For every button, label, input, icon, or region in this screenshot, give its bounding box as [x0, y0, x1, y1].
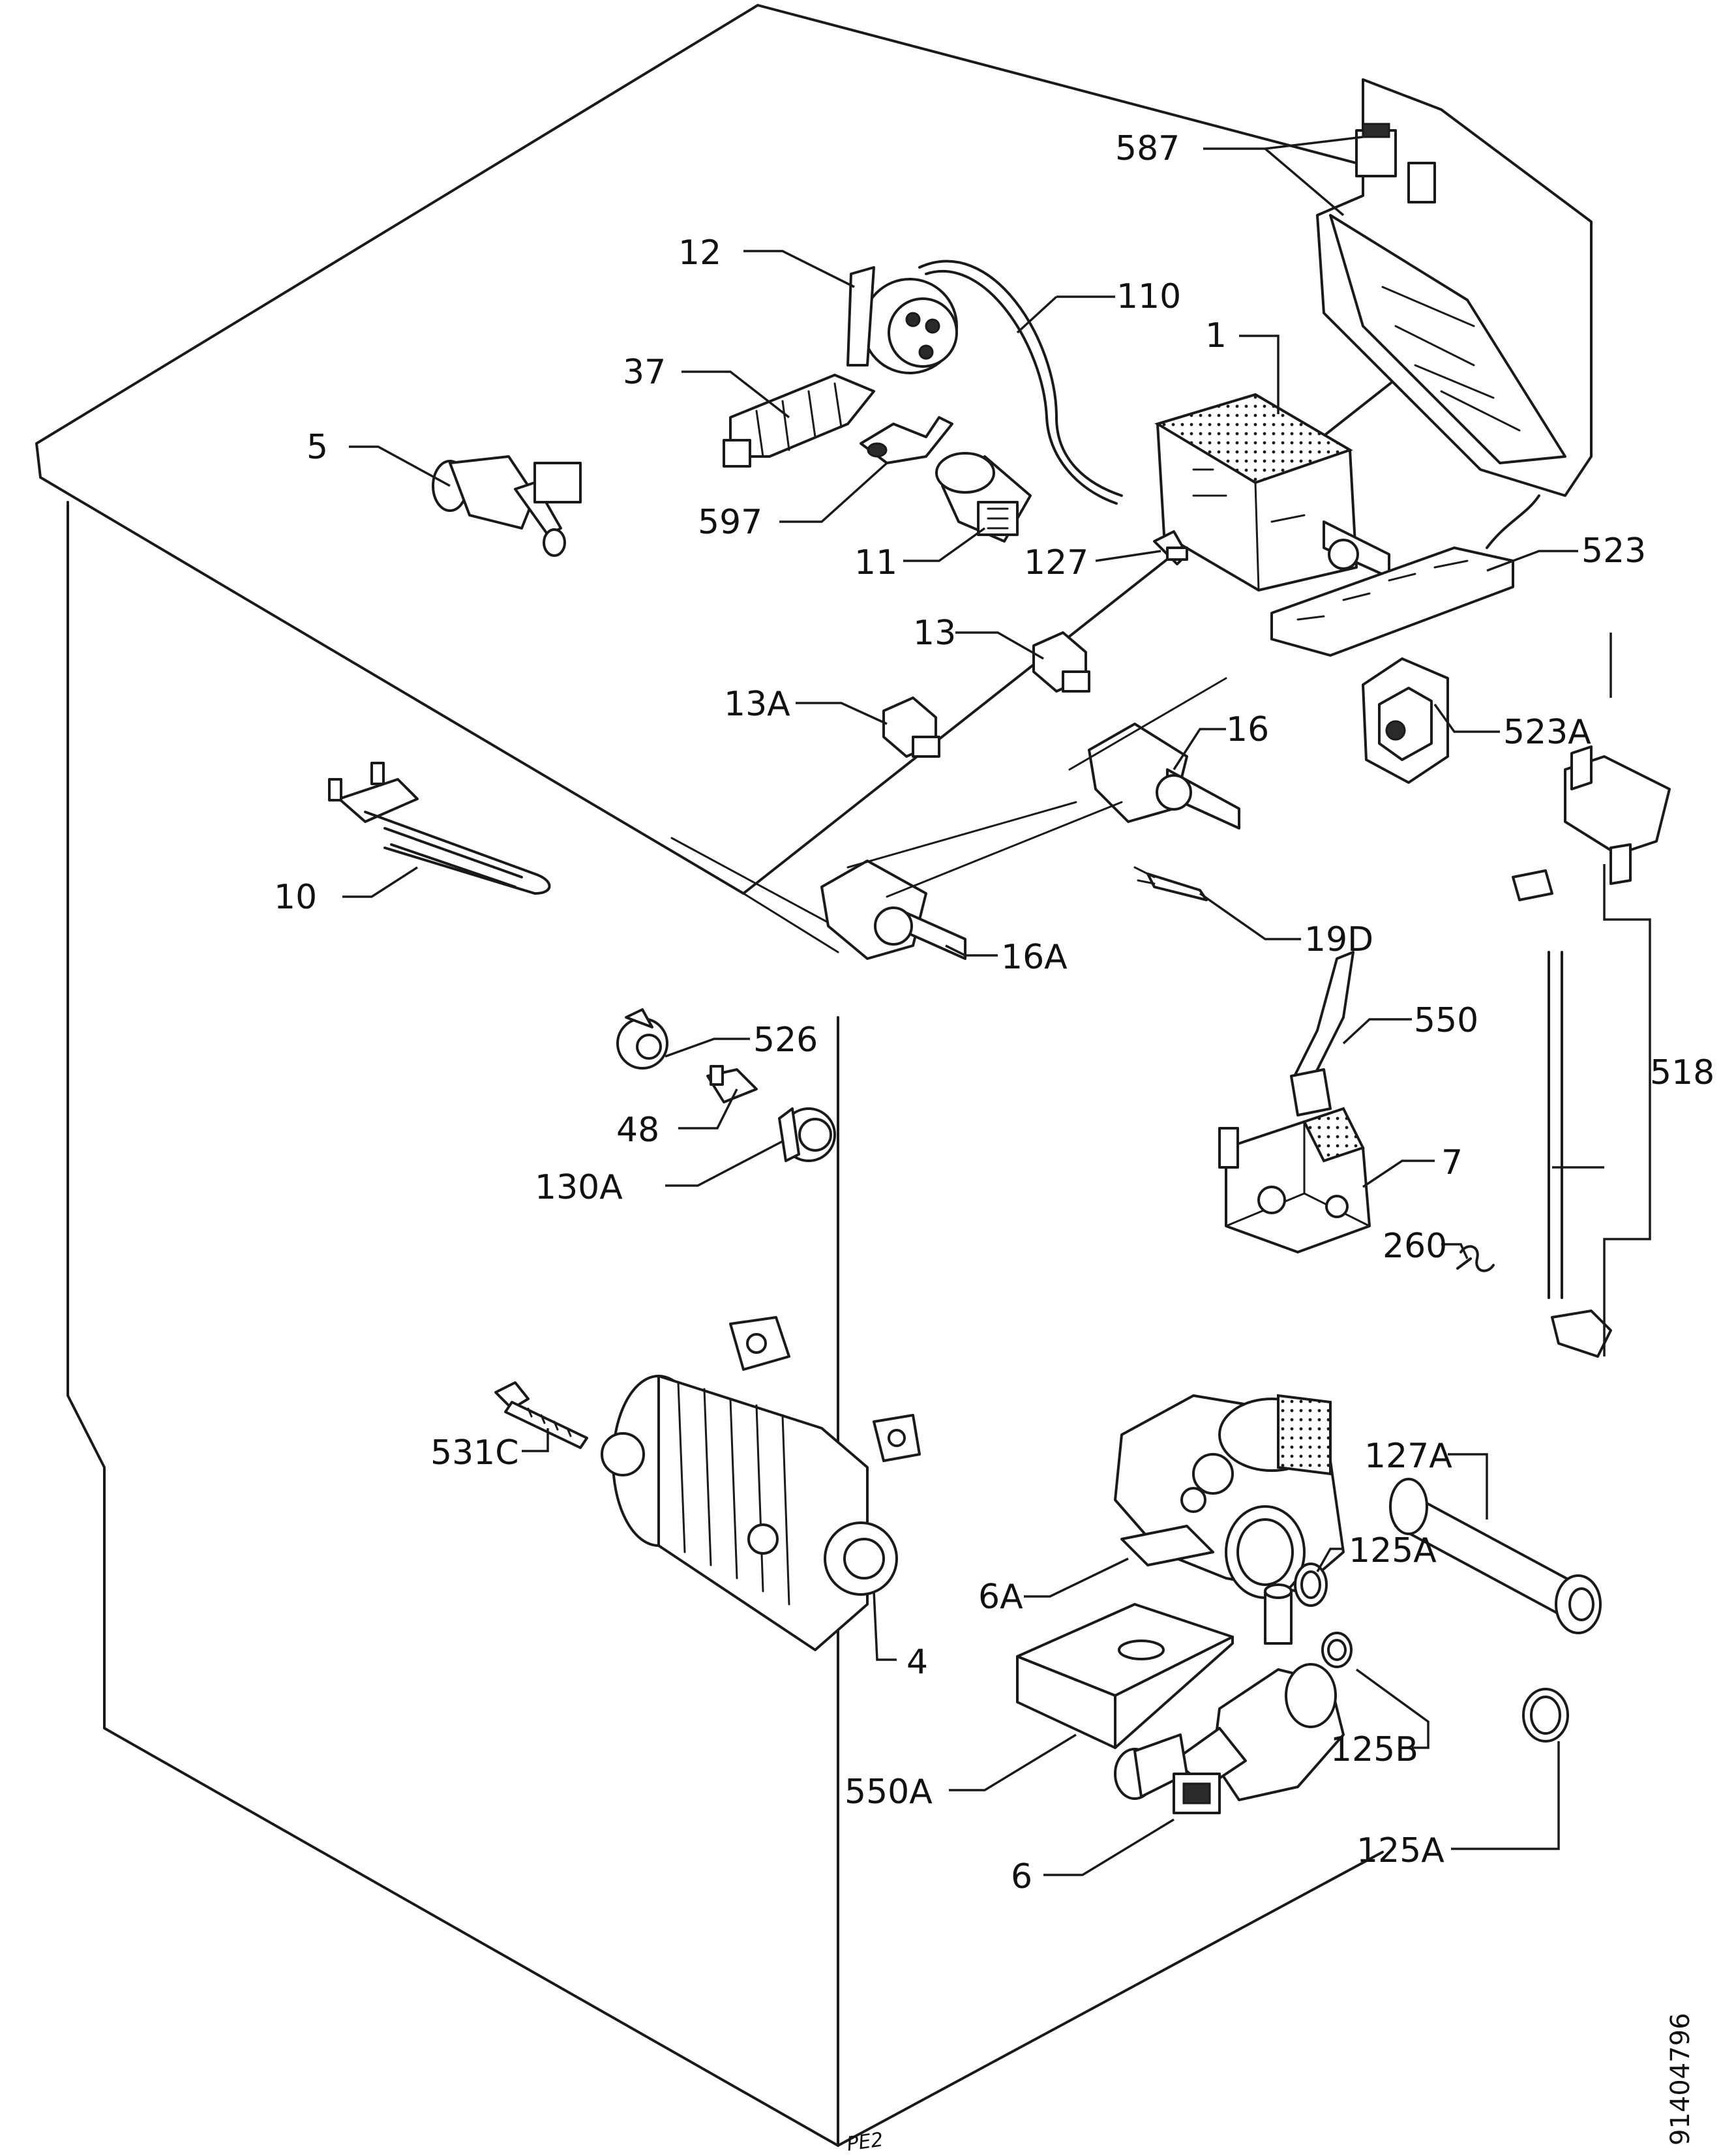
- label-523: 523: [1581, 532, 1646, 571]
- label-260: 260: [1383, 1227, 1447, 1266]
- part-550a-cover: [1016, 1603, 1234, 1749]
- label-12: 12: [678, 233, 721, 273]
- label-125A-bottom: 125A: [1356, 1831, 1444, 1870]
- label-5: 5: [307, 428, 328, 467]
- label-6: 6: [1011, 1857, 1032, 1896]
- part-110-hose: [918, 260, 1123, 505]
- label-526: 526: [753, 1021, 818, 1060]
- part-125b-seal: [1321, 1632, 1353, 1668]
- label-110: 110: [1116, 277, 1181, 316]
- label-48: 48: [616, 1111, 659, 1150]
- label-37: 37: [623, 353, 666, 392]
- part-19d-sensor: [1133, 866, 1208, 901]
- part-7-door-lock: [1218, 1107, 1371, 1253]
- part-523-control-rail: [1270, 494, 1540, 657]
- part-597-clip: [860, 416, 953, 464]
- label-1: 1: [1205, 316, 1227, 355]
- label-7: 7: [1441, 1143, 1463, 1182]
- label-125A-top: 125A: [1349, 1531, 1437, 1570]
- part-531c-bolt: [494, 1381, 588, 1449]
- label-127: 127: [1024, 543, 1088, 582]
- label-130A: 130A: [535, 1168, 623, 1207]
- part-16a-switch: [820, 801, 1123, 960]
- part-12-pressure-switch: [846, 266, 958, 374]
- label-13A: 13A: [724, 685, 790, 724]
- label-4: 4: [906, 1643, 928, 1682]
- label-125B: 125B: [1330, 1730, 1418, 1769]
- part-6-drain-pump: [1114, 1583, 1345, 1814]
- part-125a-seal-top: [1294, 1563, 1328, 1607]
- part-labels: 587 12 110 1 37 5 597 11 127 523 13 13A …: [274, 129, 1714, 1896]
- part-10-heating-element: [328, 762, 836, 927]
- part-13a-connector: [882, 696, 940, 758]
- part-127a-pipe: [1389, 1478, 1602, 1634]
- label-587: 587: [1115, 129, 1180, 168]
- label-16A: 16A: [1001, 938, 1068, 977]
- leader-lines: [342, 136, 1612, 1876]
- part-16-switch: [1068, 677, 1240, 830]
- label-550A: 550A: [845, 1773, 933, 1812]
- part-550-lever: [1290, 951, 1354, 1116]
- part-125a-seal-bottom: [1522, 1688, 1569, 1743]
- reference-number: 91404796: [1666, 2013, 1696, 2146]
- part-587-control-bracket: [1316, 78, 1593, 497]
- label-550: 550: [1414, 1001, 1478, 1040]
- part-13-connector: [1032, 631, 1090, 693]
- label-16: 16: [1226, 710, 1269, 749]
- label-127A: 127A: [1364, 1437, 1452, 1476]
- label-10: 10: [274, 878, 317, 917]
- part-4-motor: [601, 1316, 921, 1651]
- part-260-spring: [1456, 1245, 1495, 1272]
- part-127-plug: [1153, 530, 1188, 565]
- label-523A: 523A: [1503, 713, 1591, 752]
- label-11: 11: [854, 543, 897, 582]
- part-5-inlet-nozzle: [432, 455, 582, 557]
- part-37-connector-block: [723, 374, 875, 468]
- label-6A: 6A: [978, 1578, 1023, 1617]
- part-130a-lamp-holder: [778, 1107, 836, 1162]
- stamp-pe2: PE2: [845, 2128, 884, 2155]
- part-1-programmer-timer: [1154, 393, 1390, 591]
- label-597: 597: [698, 503, 762, 542]
- part-526-ring: [616, 1008, 668, 1070]
- label-531C: 531C: [430, 1433, 519, 1473]
- part-6a-pump-housing: [1114, 1394, 1345, 1599]
- part-523a-panel: [1362, 657, 1449, 784]
- label-518: 518: [1650, 1053, 1714, 1092]
- part-518-linkage: [1512, 745, 1671, 1358]
- label-13: 13: [913, 614, 956, 653]
- label-19D: 19D: [1304, 920, 1373, 959]
- part-48-lamp: [706, 1065, 758, 1103]
